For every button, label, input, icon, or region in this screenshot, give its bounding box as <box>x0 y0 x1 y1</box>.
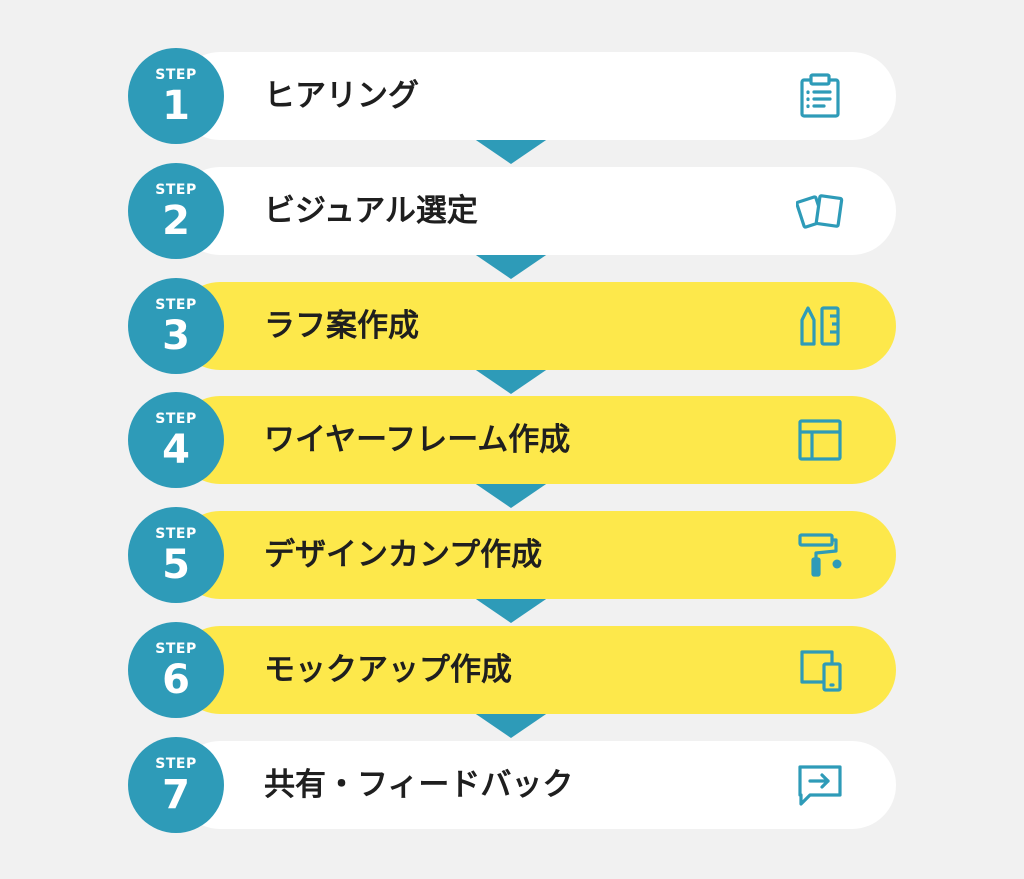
step-arrow <box>470 710 552 738</box>
step-1: STEP 1 ヒアリング <box>128 48 896 164</box>
step-label: STEP <box>155 411 197 427</box>
step-3: STEP 3 ラフ案作成 <box>128 278 896 394</box>
step-card <box>176 167 896 255</box>
step-6: STEP 6 モックアップ作成 <box>128 622 896 738</box>
step-badge: STEP 3 <box>128 278 224 374</box>
step-badge: STEP 5 <box>128 507 224 603</box>
step-number: 1 <box>162 83 190 129</box>
step-card <box>176 396 896 484</box>
step-title: ラフ案作成 <box>264 308 419 344</box>
step-badge: STEP 7 <box>128 737 224 833</box>
step-number: 3 <box>162 313 190 359</box>
step-card <box>176 52 896 140</box>
step-arrow <box>470 366 552 394</box>
step-title: デザインカンプ作成 <box>264 537 543 573</box>
cards-icon <box>796 187 844 235</box>
step-label: STEP <box>155 526 197 542</box>
step-number: 4 <box>162 427 190 473</box>
step-card <box>176 511 896 599</box>
step-arrow <box>470 480 552 508</box>
step-title: ビジュアル選定 <box>264 193 478 229</box>
step-arrow <box>470 136 552 164</box>
layout-icon <box>796 416 844 464</box>
step-badge: STEP 4 <box>128 392 224 488</box>
step-title: ヒアリング <box>264 78 419 114</box>
step-number: 2 <box>162 198 190 244</box>
step-card <box>176 282 896 370</box>
step-4: STEP 4 ワイヤーフレーム作成 <box>128 392 896 508</box>
step-arrow <box>470 595 552 623</box>
step-card <box>176 741 896 829</box>
step-number: 7 <box>162 772 190 818</box>
step-number: 6 <box>162 657 190 703</box>
step-2: STEP 2 ビジュアル選定 <box>128 163 896 279</box>
step-label: STEP <box>155 182 197 198</box>
step-5: STEP 5 デザインカンプ作成 <box>128 507 896 623</box>
step-7: STEP 7 共有・フィードバック <box>128 737 896 833</box>
step-badge: STEP 1 <box>128 48 224 144</box>
paint-roller-icon <box>796 531 844 579</box>
step-label: STEP <box>155 756 197 772</box>
step-badge: STEP 6 <box>128 622 224 718</box>
step-label: STEP <box>155 297 197 313</box>
step-title: 共有・フィードバック <box>264 767 574 803</box>
step-number: 5 <box>162 542 190 588</box>
step-badge: STEP 2 <box>128 163 224 259</box>
pencil-ruler-icon <box>796 302 844 350</box>
clipboard-icon <box>796 72 844 120</box>
share-message-icon <box>796 761 844 809</box>
step-card <box>176 626 896 714</box>
step-title: ワイヤーフレーム作成 <box>264 422 571 458</box>
devices-icon <box>796 646 844 694</box>
step-arrow <box>470 251 552 279</box>
step-title: モックアップ作成 <box>264 652 512 688</box>
step-label: STEP <box>155 67 197 83</box>
step-label: STEP <box>155 641 197 657</box>
